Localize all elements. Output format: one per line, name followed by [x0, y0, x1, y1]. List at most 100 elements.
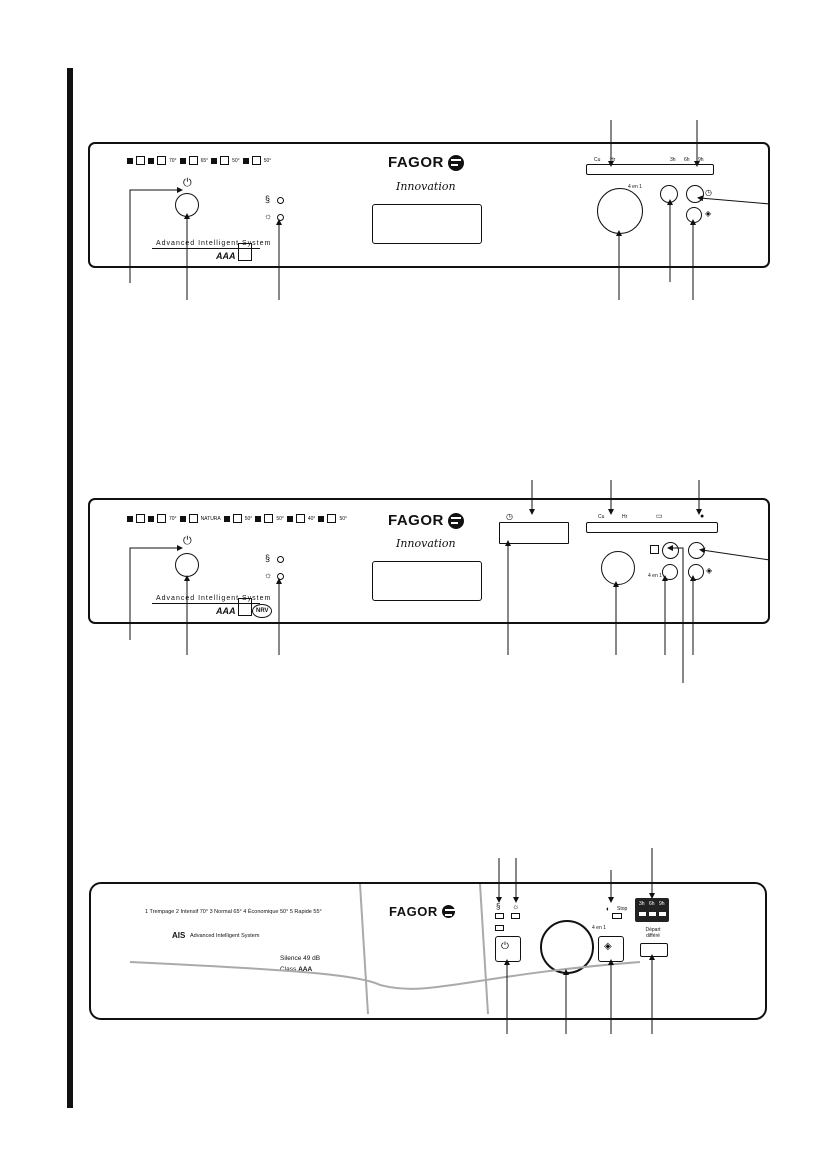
power-icon: ⏻ [183, 535, 192, 547]
strip-label: 6h [684, 157, 690, 163]
brand-logo: FAGOR [388, 154, 464, 171]
rinse-aid-icon: ☼ [512, 902, 520, 911]
ais-full-label: Advanced Intelligent System [190, 933, 260, 939]
start-icon: ◈ [604, 941, 612, 952]
delay-led [639, 912, 646, 916]
program-dial[interactable] [601, 551, 635, 585]
eco-badge-icon [252, 604, 272, 618]
program-list: 1 Trempage 2 Intensif 70° 3 Normal 65° 4… [145, 909, 322, 915]
salt-icon: § [496, 902, 501, 911]
tablet-icon: ● [700, 513, 705, 520]
program-label: 40° [307, 515, 316, 522]
natura-icon [188, 514, 198, 523]
class-label: AAA [216, 251, 236, 261]
power-icon: ⏻ [183, 177, 192, 189]
brand-name: FAGOR [389, 904, 438, 919]
program-item: 2 Intensif 70° [175, 909, 209, 915]
salt-icon: § [265, 553, 271, 563]
clock-icon: ◷ [506, 512, 513, 521]
class-prefix: Class [280, 966, 297, 973]
stop-indicator [612, 913, 622, 919]
program-number-icon [148, 515, 154, 522]
pots-icon [157, 514, 166, 523]
half-load-icon: ◐ [606, 906, 611, 913]
delay-led [649, 912, 656, 916]
program-label: 50° [339, 515, 347, 522]
clock-icon: ◷ [705, 188, 712, 197]
ais-underline [152, 248, 260, 249]
delay-button-label: Départ différé [645, 927, 661, 939]
eco-icon [220, 156, 230, 165]
fagor-logo-icon [441, 905, 455, 918]
program-label: 65° [200, 157, 209, 164]
program-number-icon [286, 515, 293, 522]
program-item: 4 Économique 50° [243, 909, 289, 915]
program-label: 50° [276, 515, 284, 522]
start-icon: ◈ [705, 209, 712, 218]
brand-name: FAGOR [388, 154, 444, 171]
start-icon: ◈ [706, 566, 713, 575]
delay-strip [586, 164, 714, 175]
half-load-icon: ▭ [656, 513, 663, 520]
pots-icon [157, 156, 166, 165]
dial-label: 4 en 1 [628, 184, 642, 190]
program-label: NATURA [200, 515, 221, 522]
program-label: 70° [169, 515, 177, 522]
delay-hours-panel [635, 898, 669, 922]
program-label: 50° [263, 157, 272, 164]
stop-label: Stop [617, 906, 628, 912]
strip-label: Hr [610, 157, 616, 163]
program-label: 50° [232, 157, 240, 164]
eco2-icon [327, 514, 337, 523]
half-load-toggle-icon [650, 545, 659, 554]
display-window [372, 204, 482, 244]
rinse-aid-icon: ☼ [264, 570, 273, 580]
program-label: 50° [244, 515, 253, 522]
program-number-icon [211, 157, 218, 164]
display-window [372, 561, 482, 601]
fagor-logo-icon [447, 512, 464, 529]
class-label: AAA [216, 606, 236, 616]
program-legend-2: 70° NATURA 50° 50° 40° 50° [127, 514, 347, 523]
prewash-icon [136, 156, 145, 165]
ais-label: Advanced Intelligent System [156, 240, 272, 247]
class-row: Class AAA [280, 966, 312, 973]
strip-label: 3h [670, 157, 676, 163]
salt-indicator [277, 556, 284, 563]
program-number-icon [255, 515, 262, 522]
fast-icon [251, 156, 261, 165]
salt-indicator [495, 913, 504, 919]
brand-logo: FAGOR [388, 512, 464, 529]
strip-label: 9h [698, 157, 704, 163]
program-number-icon [179, 157, 186, 164]
program-dial[interactable] [597, 188, 643, 234]
class-bar-icon [238, 598, 252, 616]
program-number-icon [242, 157, 249, 164]
program-dial[interactable] [540, 920, 594, 974]
strip-label: Cu [598, 514, 605, 520]
subbrand-label: Innovation [396, 180, 456, 193]
strip-label: Cu [594, 157, 601, 163]
power-indicator [495, 925, 504, 931]
time-display [499, 522, 569, 544]
rinse-aid-indicator [511, 913, 520, 919]
subbrand-label: Innovation [396, 537, 456, 550]
eco-icon [232, 514, 242, 523]
page-margin-bar [67, 68, 73, 1108]
salt-icon: § [265, 194, 271, 204]
program-legend-1: 70° 65° 50° 50° [127, 156, 271, 165]
prewash-icon [136, 514, 145, 523]
fast-icon [264, 514, 274, 523]
salt-indicator [277, 197, 284, 204]
program-item: 1 Trempage [145, 909, 175, 915]
fagor-logo-icon [447, 154, 464, 171]
program-number-icon [127, 515, 133, 522]
ais-underline [152, 603, 260, 604]
brand-name: FAGOR [388, 512, 444, 529]
ais-logo: AIS [172, 931, 186, 940]
class-bar-icon [238, 243, 252, 261]
program-number-icon [179, 515, 186, 522]
option-strip [586, 522, 718, 533]
strip-label: Hr [622, 514, 628, 520]
program-item: 3 Normal 65° [209, 909, 242, 915]
